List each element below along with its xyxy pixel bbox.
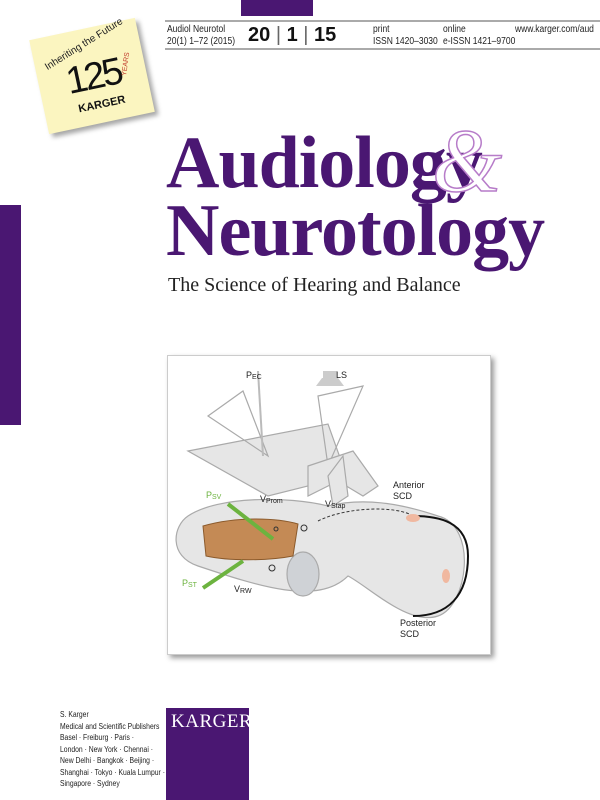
- print-issn: print ISSN 1420–3030: [373, 24, 438, 48]
- psv-probe: [226, 502, 275, 541]
- volume: 20: [248, 24, 271, 46]
- label-pst: PST: [182, 578, 197, 589]
- label-pec: PEC: [246, 370, 262, 381]
- online-label: online: [443, 24, 466, 35]
- online-issn: online e-ISSN 1421–9700: [443, 24, 515, 48]
- label-vstap: VStap: [325, 499, 346, 510]
- journal-subtitle: The Science of Hearing and Balance: [168, 274, 461, 296]
- cochlea-section: [202, 518, 299, 561]
- journal-url[interactable]: www.karger.com/aud: [515, 24, 594, 35]
- issue: 1: [286, 24, 298, 46]
- left-color-bar: [0, 205, 21, 425]
- label-vprom: VProm: [260, 494, 283, 505]
- journal-citation: Audiol Neurotol 20(1) 1–72 (2015): [167, 24, 235, 48]
- loudspeaker-icon: [323, 371, 337, 379]
- label-ls: LS: [336, 370, 348, 380]
- print-issn-value: ISSN 1420–3030: [373, 36, 438, 47]
- print-label: print: [373, 24, 390, 35]
- pec-probe: [257, 370, 264, 457]
- volume-issue: 20 | 1 | 15: [248, 24, 337, 46]
- karger-logo: KARGER: [171, 711, 253, 732]
- journal-abbrev: Audiol Neurotol: [167, 24, 226, 35]
- inner-ear-illustration: [175, 370, 470, 619]
- journal-title-line2: Neurotology: [166, 190, 545, 272]
- journal-title-line1: Audiology: [166, 122, 483, 204]
- online-issn-value: e-ISSN 1421–9700: [443, 36, 516, 47]
- karger-logo-box: KARGER: [166, 708, 253, 800]
- publisher-line: New Delhi · Bangkok · Beijing ·: [60, 756, 155, 765]
- label-vrw: VRW: [234, 584, 252, 595]
- scd-canal: [412, 515, 470, 617]
- publisher-line: London · New York · Chennai ·: [60, 744, 153, 754]
- publisher-info: S. Karger Medical and Scientific Publish…: [60, 709, 165, 790]
- badge-years: YEARS: [121, 51, 132, 77]
- top-color-tab: [241, 0, 313, 16]
- year: 15: [314, 24, 337, 46]
- title-ampersand: &: [431, 111, 503, 212]
- citation: 20(1) 1–72 (2015): [167, 36, 236, 47]
- header-rule-bottom: [165, 48, 600, 50]
- publisher-line: Shanghai · Tokyo · Kuala Lumpur ·: [60, 767, 165, 777]
- header-rule-top: [165, 20, 600, 22]
- publisher-line: Singapore · Sydney: [60, 779, 120, 788]
- anniversary-badge: Inheriting the Future 125 YEARS KARGER: [29, 16, 155, 135]
- publisher-line: Basel · Freiburg · Paris ·: [60, 733, 135, 742]
- label-psv: PSV: [206, 490, 222, 501]
- publisher-line: Medical and Scientific Publishers: [60, 721, 160, 731]
- pst-probe: [201, 559, 245, 590]
- publisher-line: S. Karger: [60, 710, 89, 719]
